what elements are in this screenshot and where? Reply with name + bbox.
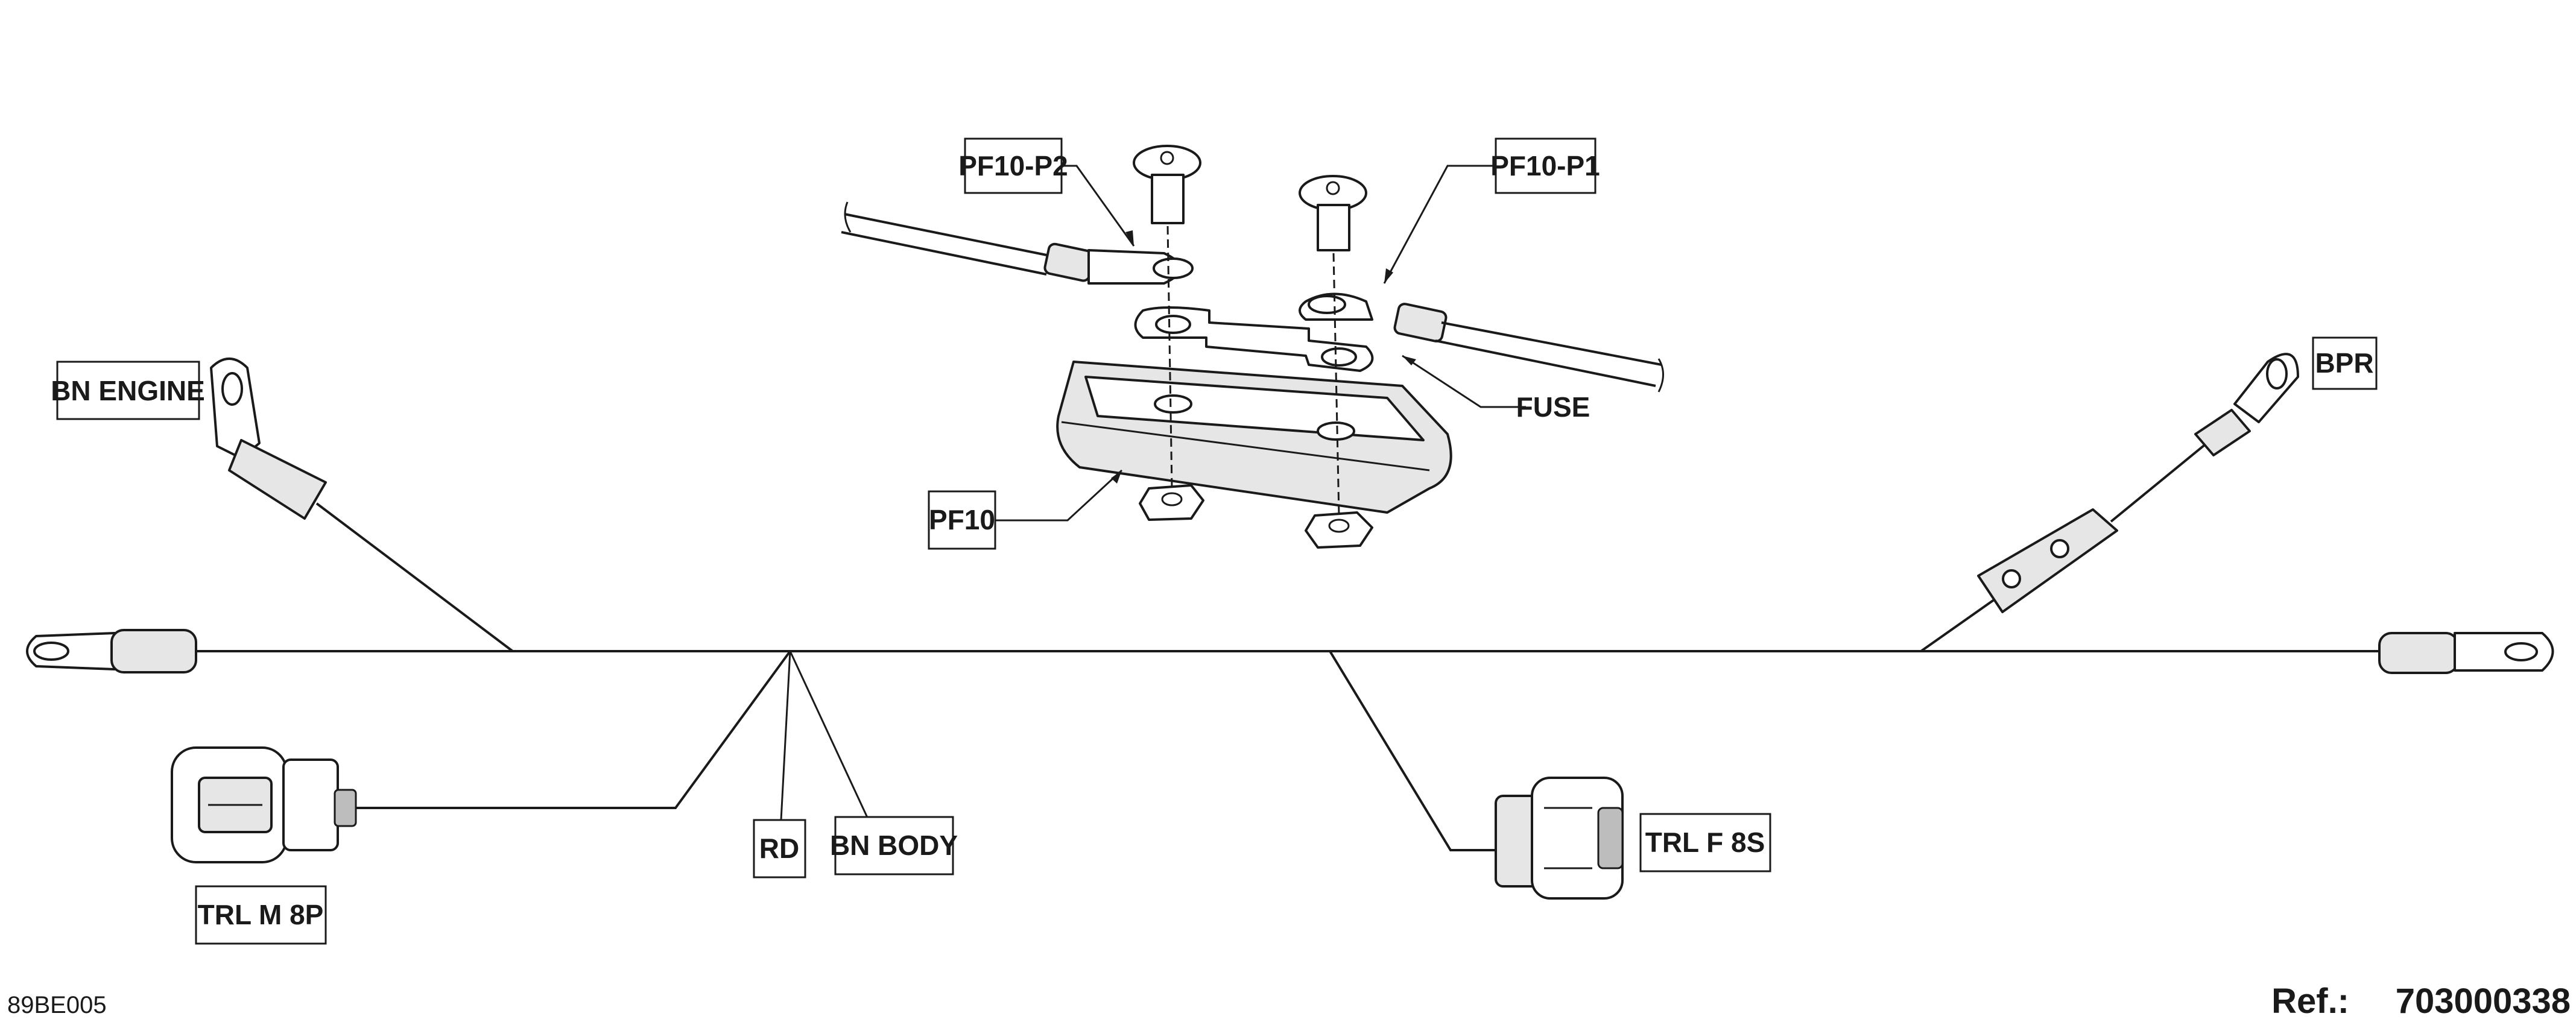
- label-bn-body: BN BODY: [830, 816, 958, 875]
- trl-f-8s-branch: [1329, 650, 1624, 900]
- label-pf10-p1-text: PF10-P1: [1490, 150, 1600, 181]
- label-trl-f-8s-text: TRL F 8S: [1645, 827, 1765, 858]
- label-pf10-p2: PF10-P2: [958, 137, 1068, 194]
- leader-lines: [995, 165, 1526, 522]
- label-bpr-text: BPR: [2315, 347, 2373, 379]
- right-ring-terminal: [2378, 632, 2554, 674]
- screw-left: [1133, 145, 1201, 224]
- label-pf10: PF10: [928, 490, 996, 550]
- drawing-code: 89BE005: [7, 992, 107, 1018]
- trl-m-8p-connector: [171, 746, 357, 863]
- screw-right: [1299, 175, 1367, 251]
- label-trl-f-8s: TRL F 8S: [1639, 813, 1771, 872]
- label-rd: RD: [753, 819, 806, 878]
- ref-label: Ref.:: [2271, 982, 2349, 1021]
- trl-f-8s-connector: [1495, 777, 1624, 900]
- main-harness: [26, 629, 2554, 674]
- label-fuse: FUSE: [1516, 391, 1590, 423]
- label-bpr: BPR: [2312, 336, 2378, 390]
- label-bn-body-text: BN BODY: [830, 830, 958, 861]
- rd-bn-body-branches: [780, 651, 870, 821]
- label-rd-text: RD: [759, 833, 799, 864]
- nut-left: [1139, 484, 1204, 521]
- label-trl-m-8p: TRL M 8P: [195, 885, 327, 945]
- label-trl-m-8p-text: TRL M 8P: [198, 899, 324, 930]
- left-ring-terminal: [26, 629, 197, 673]
- label-pf10-p1: PF10-P1: [1490, 137, 1600, 194]
- trl-m-8p-branch: [171, 650, 791, 863]
- fuse-assembly: [841, 145, 1664, 549]
- bpr-branch: [1920, 353, 2299, 652]
- inline-fuse-holder: [1977, 508, 2118, 613]
- label-bn-engine-text: BN ENGINE: [51, 375, 205, 406]
- label-pf10-p2-text: PF10-P2: [958, 150, 1068, 181]
- label-bn-engine: BN ENGINE: [51, 361, 205, 420]
- ref-number: 703000338: [2396, 982, 2571, 1021]
- bn-engine-branch: [210, 358, 514, 652]
- label-pf10-text: PF10: [929, 504, 995, 535]
- nut-right: [1305, 511, 1373, 549]
- label-fuse-text: FUSE: [1516, 391, 1590, 423]
